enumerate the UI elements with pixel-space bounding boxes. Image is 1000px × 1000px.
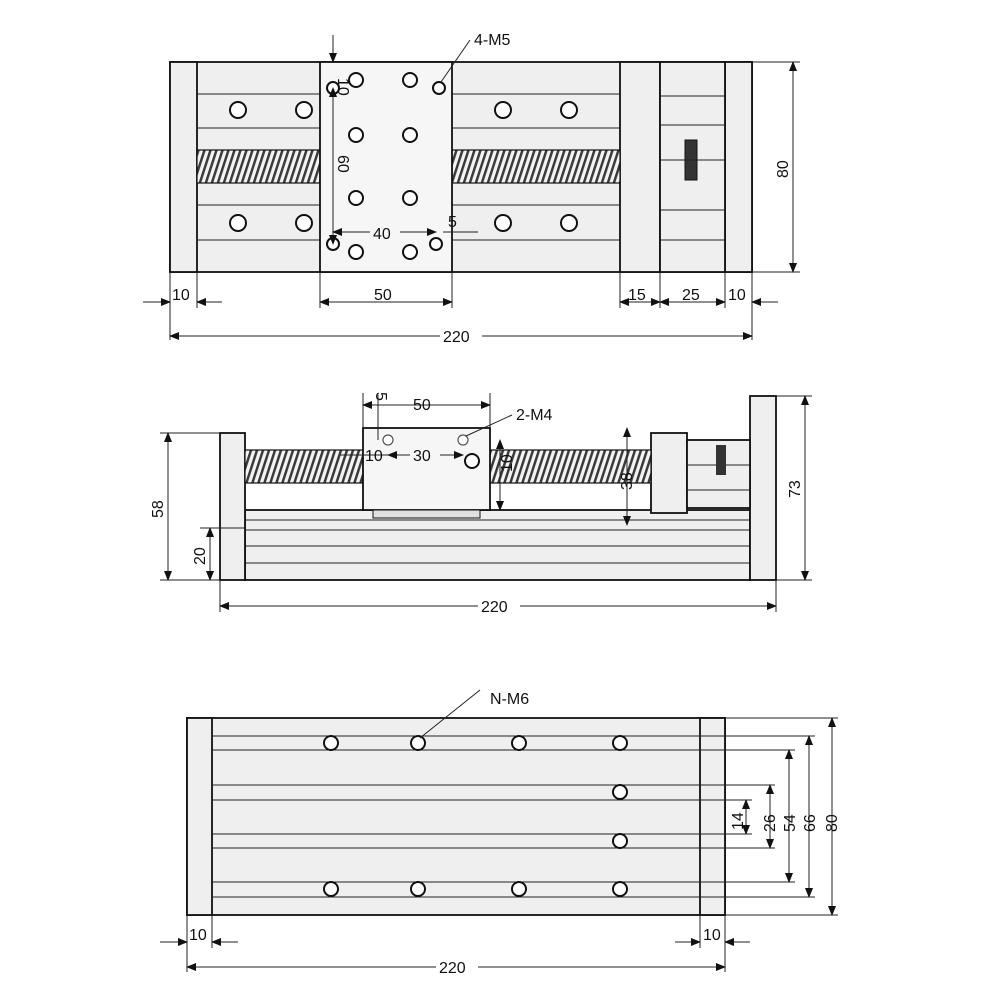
bottom-m6-hole xyxy=(323,735,339,751)
side-carriage xyxy=(362,427,491,511)
top-callout-4-m5: 4-M5 xyxy=(474,32,511,49)
top-dim-220: 220 xyxy=(443,329,470,346)
bottom-dim-66: 66 xyxy=(802,814,819,832)
top-rail-hole xyxy=(560,214,578,232)
bottom-view: N-M6 14 26 54 66 80 10 10 22 xyxy=(160,689,841,977)
bottom-m6-hole xyxy=(410,735,426,751)
side-callout-2-m4: 2-M4 xyxy=(516,407,553,424)
side-view: 50 5 10 30 10 38 2-M4 58 20 73 220 xyxy=(150,392,812,616)
top-plate-hole xyxy=(402,244,418,260)
top-rail-hole xyxy=(229,214,247,232)
top-m5-hole xyxy=(429,237,443,251)
bottom-m6-hole xyxy=(511,735,527,751)
bottom-m6-hole xyxy=(612,833,628,849)
bottom-dim-right-10: 10 xyxy=(703,927,721,944)
side-dim-38: 38 xyxy=(619,472,636,490)
bottom-dim-14: 14 xyxy=(730,812,747,830)
top-plate-hole xyxy=(348,72,364,88)
top-rail-hole xyxy=(229,101,247,119)
bottom-dim-left-10: 10 xyxy=(189,927,207,944)
top-dim-5: 5 xyxy=(448,214,457,231)
bottom-base-body xyxy=(186,717,726,916)
side-m4-hole xyxy=(382,434,394,446)
top-rail-hole xyxy=(494,214,512,232)
top-plate-hole xyxy=(402,127,418,143)
top-dim-40: 40 xyxy=(373,226,391,243)
top-plate-hole xyxy=(402,72,418,88)
side-right-endcap xyxy=(749,395,777,581)
bottom-dim-54: 54 xyxy=(782,814,799,832)
top-plate-hole xyxy=(348,127,364,143)
side-dim-10-vertical: 10 xyxy=(499,454,516,472)
top-left-endcap xyxy=(169,61,198,273)
top-view: 10 60 40 5 4-M5 80 10 50 15 25 10 xyxy=(143,32,800,346)
top-dim-80: 80 xyxy=(775,160,792,178)
top-plate-hole xyxy=(348,244,364,260)
top-dim-50: 50 xyxy=(374,287,392,304)
side-dim-58: 58 xyxy=(150,500,167,518)
top-lead-screw-right xyxy=(451,149,621,184)
side-dim-10: 10 xyxy=(365,448,383,465)
bottom-right-endcap xyxy=(699,717,726,916)
top-right-endcap xyxy=(724,61,753,273)
side-dim-5: 5 xyxy=(372,392,389,401)
side-dim-50: 50 xyxy=(413,397,431,414)
top-rail-lines-right xyxy=(452,93,620,241)
top-dim-25: 25 xyxy=(682,287,700,304)
top-rail-hole xyxy=(295,101,313,119)
bottom-dim-26: 26 xyxy=(762,814,779,832)
side-dim-220: 220 xyxy=(481,599,508,616)
side-dim-30: 30 xyxy=(413,448,431,465)
top-motor-mount xyxy=(619,61,661,273)
top-lead-screw-left xyxy=(196,149,321,184)
side-m4-hole xyxy=(457,434,469,446)
top-dim-left-10: 10 xyxy=(172,287,190,304)
bottom-m6-hole xyxy=(612,735,628,751)
bottom-callout-n-m6: N-M6 xyxy=(490,691,529,708)
bottom-m6-hole xyxy=(612,784,628,800)
top-plate-hole xyxy=(348,190,364,206)
bottom-m6-hole xyxy=(323,881,339,897)
side-dim-20: 20 xyxy=(192,547,209,565)
top-m5-hole xyxy=(432,81,446,95)
top-dim-10-vertical: 10 xyxy=(334,78,351,96)
side-screw-hole xyxy=(464,453,480,469)
top-dim-60: 60 xyxy=(334,155,351,173)
bottom-m6-hole xyxy=(410,881,426,897)
side-carriage-base xyxy=(372,509,481,519)
bottom-m6-hole xyxy=(511,881,527,897)
top-dim-right-10: 10 xyxy=(728,287,746,304)
top-rail-hole xyxy=(295,214,313,232)
side-dim-73: 73 xyxy=(787,480,804,498)
side-left-endcap xyxy=(219,432,246,581)
top-dim-15: 15 xyxy=(628,287,646,304)
top-rail-hole xyxy=(494,101,512,119)
bottom-left-endcap xyxy=(186,717,213,916)
top-plate-hole xyxy=(402,190,418,206)
top-rail-hole xyxy=(560,101,578,119)
bottom-dim-80: 80 xyxy=(824,814,841,832)
side-motor-mount xyxy=(650,432,688,514)
bottom-dim-220: 220 xyxy=(439,960,466,977)
bottom-m6-hole xyxy=(612,881,628,897)
top-rail-lines-left xyxy=(197,93,320,241)
